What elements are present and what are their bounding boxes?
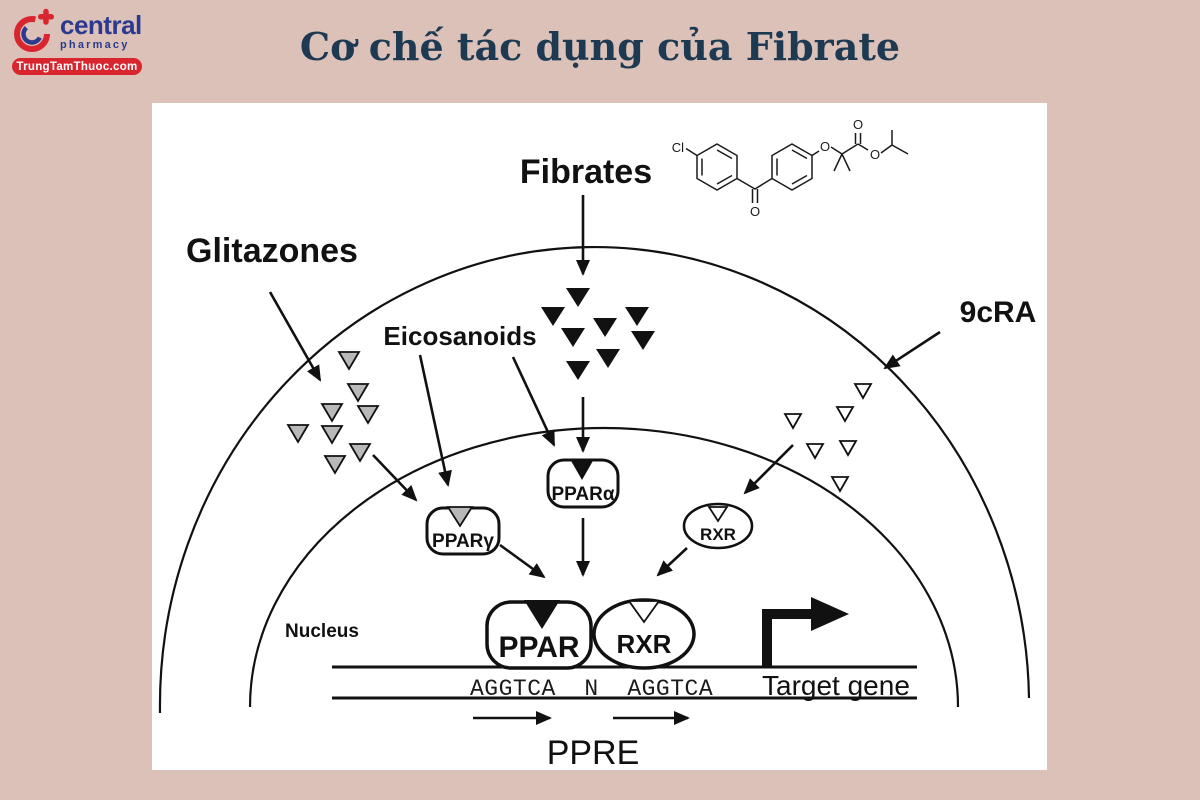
arrow-eicosanoids-to-pparalpha [511,356,556,447]
atom-o-carbonyl: O [853,117,863,132]
rxr-label: RXR [700,525,736,544]
fibrates-label: Fibrates [520,153,652,191]
arrow-9cra-ligand-to-rxr [743,444,794,495]
arrow-rxr-to-dna [656,547,688,577]
ppre-label: PPRE [547,734,640,770]
logo-brand-subtitle: pharmacy [60,38,130,51]
central-pharmacy-logo-icon [14,8,54,52]
nucleus-label: Nucleus [285,621,359,642]
eicosanoids-label: Eicosanoids [383,321,536,351]
page-title: Cơ chế tác dụng của Fibrate [299,24,901,69]
arrow-ppargamma-to-dna [499,543,546,579]
9cra-label: 9cRA [960,296,1037,329]
fenofibrate-structure: Cl O O O O [672,117,909,219]
atom-o-ketone: O [750,204,760,219]
plus-icon [38,8,54,25]
atom-o-ester: O [870,147,880,162]
ppar-nucleus-label: PPAR [498,631,579,664]
diagram-panel: Cl O O O O Fibrates Glitazones Eicosanoi… [152,103,1047,772]
dna-sequence-text: AGGTCA N AGGTCA [470,676,713,702]
central-pharmacy-logo[interactable]: central pharmacy TrungTamThuoc.com [12,8,152,75]
transcription-start-arrow [762,597,849,666]
logo-domain-badge: TrungTamThuoc.com [12,58,142,75]
cell-membrane-arc [158,245,1031,714]
glitazone-ligand-cluster [286,351,380,475]
rxr-receptor: RXR [682,502,754,550]
nuclear-membrane-arc [248,426,960,708]
rxr-nucleus-complex: RXR [592,598,696,670]
ppar-gamma-label: PPARγ [432,531,494,552]
rxr-nucleus-label: RXR [617,629,672,659]
glitazones-label: Glitazones [186,232,358,270]
ppar-nucleus-complex: PPAR [485,600,593,670]
ppar-alpha-receptor: PPARα [546,458,620,509]
arrow-eicosanoids-to-ppargamma [418,354,452,487]
fibrate-ligand-cluster [541,288,655,380]
mechanism-diagram: Cl O O O O Fibrates Glitazones Eicosanoi… [158,117,1037,772]
arrow-glitazones-entry [268,291,322,382]
logo-brand-name: central [60,9,142,40]
atom-cl: Cl [672,140,684,155]
target-gene-label: Target gene [762,670,910,701]
ppar-alpha-label: PPARα [551,484,614,505]
atom-o-ether: O [820,139,830,154]
arrow-glitazone-ligand-to-ppargamma [372,454,418,502]
ppar-gamma-receptor: PPARγ [425,506,501,556]
arrow-9cra-entry [883,330,941,370]
9cra-ligand-cluster [783,383,873,493]
